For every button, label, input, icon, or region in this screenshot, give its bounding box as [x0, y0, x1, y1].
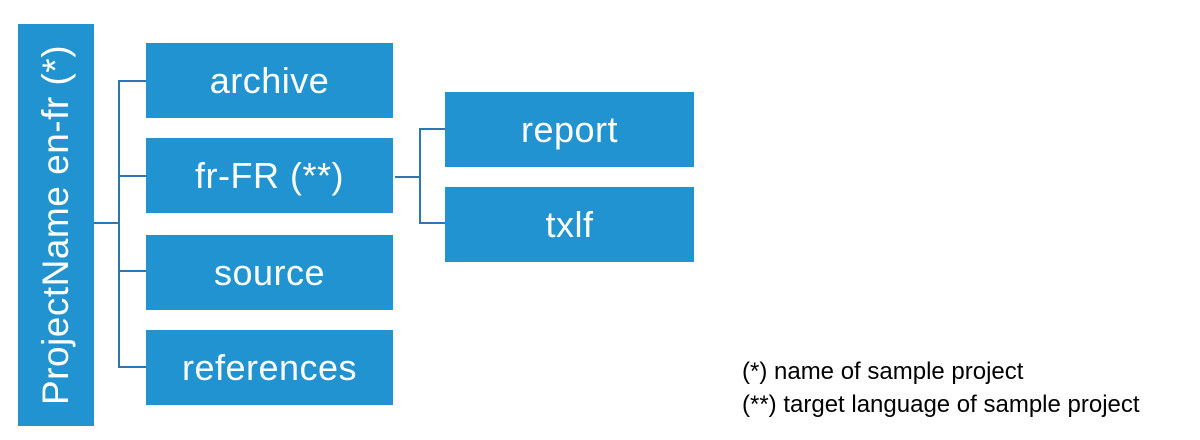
- folder-box-frfr: fr-FR (**): [146, 138, 393, 213]
- connector-branch-archive: [120, 80, 146, 82]
- subfolder-label-txlf: txlf: [545, 203, 594, 245]
- subfolder-box-txlf: txlf: [445, 187, 694, 262]
- connector-trunk-vertical: [118, 80, 120, 368]
- connector-root-horizontal: [94, 222, 120, 224]
- folder-box-archive: archive: [146, 43, 393, 118]
- footnotes: (*) name of sample project (**) target l…: [742, 355, 1140, 421]
- connector-branch-source: [120, 270, 146, 272]
- subfolder-box-report: report: [445, 92, 694, 167]
- footnote-line-2: (**) target language of sample project: [742, 391, 1140, 418]
- folder-label-references: references: [181, 346, 358, 388]
- folder-label-source: source: [213, 251, 326, 293]
- root-folder-label: ProjectName en-fr (*): [35, 44, 76, 406]
- connector-frfr-out-horizontal: [395, 176, 420, 178]
- root-folder-box: ProjectName en-fr (*): [18, 24, 94, 426]
- connector-branch-txlf: [421, 222, 445, 224]
- connector-branch-report: [421, 128, 445, 130]
- connector-subtree-vertical: [419, 128, 421, 224]
- folder-box-source: source: [146, 235, 393, 310]
- folder-label-archive: archive: [209, 59, 330, 101]
- connector-branch-references: [120, 366, 146, 368]
- folder-box-references: references: [146, 330, 393, 405]
- folder-label-frfr: fr-FR (**): [195, 154, 344, 196]
- footnote-line-1: (*) name of sample project: [742, 358, 1024, 385]
- connector-branch-frfr: [120, 175, 146, 177]
- subfolder-label-report: report: [520, 108, 619, 150]
